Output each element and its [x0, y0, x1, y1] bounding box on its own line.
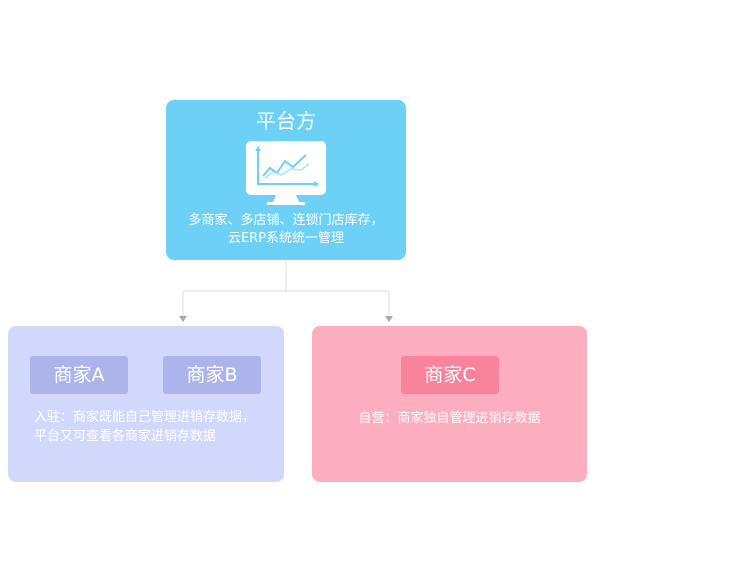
monitor-chart-icon	[246, 141, 326, 205]
merchant-a-tag: 商家A	[30, 356, 128, 394]
joined-description: 入驻：商家既能自己管理进销存数据，平台又可查看各商家进销存数据	[34, 410, 256, 444]
merchant-b-tag: 商家B	[163, 356, 261, 394]
arrow-left-icon	[179, 316, 187, 322]
self-operated-box: 商家C 自营：商家独自管理进销存数据	[312, 326, 587, 482]
merchant-c-tag: 商家C	[401, 356, 499, 394]
platform-box: 平台方 多商家、多店铺、连锁门店库存，云ERP系统统一管理	[166, 100, 406, 260]
self-operated-description: 自营：商家独自管理进销存数据	[358, 411, 541, 426]
platform-description: 多商家、多店铺、连锁门店库存，云ERP系统统一管理	[188, 213, 384, 246]
joined-merchants-box: 商家A 商家B 入驻：商家既能自己管理进销存数据，平台又可查看各商家进销存数据	[8, 326, 284, 482]
platform-title: 平台方	[256, 109, 316, 133]
arrow-right-icon	[385, 316, 393, 322]
